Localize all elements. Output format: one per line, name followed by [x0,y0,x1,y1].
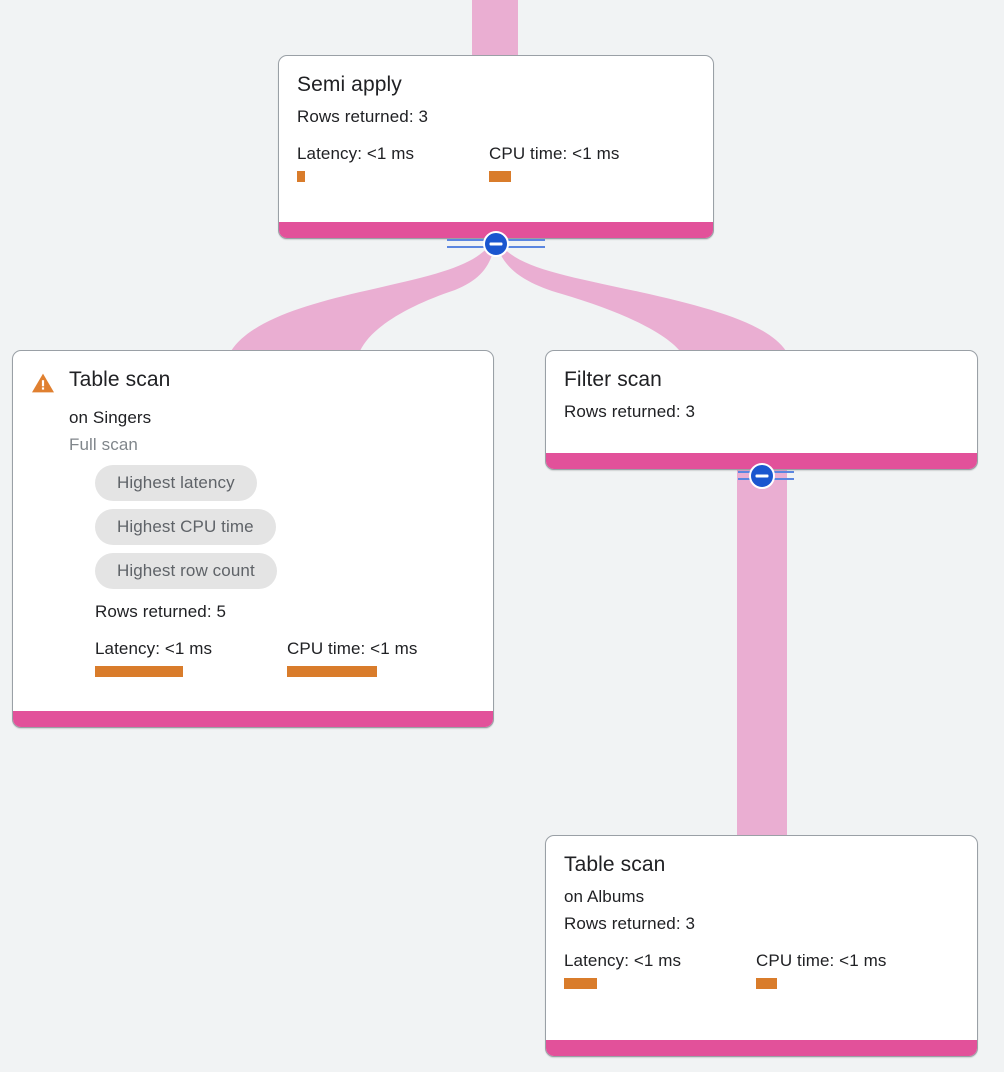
node-table-scan-albums-body: Table scan on Albums Rows returned: 3 La… [546,836,977,1003]
rows-returned-text: Rows returned: 3 [297,107,429,126]
latency-bar [297,171,305,182]
node-semi-apply[interactable]: Semi apply Rows returned: 3 Latency: <1 … [278,55,714,239]
node-accent-bar [546,453,977,469]
metrics-row: Latency: <1 ms CPU time: <1 ms [95,638,475,677]
edge-ribbon-filter-scan-to-table-scan-albums [737,470,787,838]
node-title: Table scan [564,853,666,876]
node-title: Semi apply [297,73,402,96]
edge-ribbon-semi-apply-to-table-scan-singers [231,246,494,351]
node-accent-bar [279,222,713,238]
edge-ribbon-root-to-semi-apply [472,0,518,58]
cpu-metric: CPU time: <1 ms [287,638,417,677]
latency-label: Latency: <1 ms [297,144,415,163]
latency-metric: Latency: <1 ms [297,143,489,182]
node-title: Table scan [69,368,171,391]
minus-glyph [755,474,769,478]
node-filter-scan-header: Filter scan [564,367,959,393]
node-title: Filter scan [564,368,662,391]
rows-returned-text: Rows returned: 5 [95,602,227,621]
latency-bar [564,978,597,989]
warning-triangle-icon [31,372,55,399]
scan-target-text: on Albums [564,887,645,906]
node-table-scan-singers[interactable]: Table scan on Singers Full scan Highest … [12,350,494,728]
chip-highest-row-count[interactable]: Highest row count [95,553,277,589]
node-semi-apply-body: Semi apply Rows returned: 3 Latency: <1 … [279,56,713,196]
scan-target-text: on Singers [69,408,152,427]
cpu-time-label: CPU time: <1 ms [489,144,620,163]
edge-ribbon-semi-apply-to-filter-scan [498,246,786,351]
latency-metric: Latency: <1 ms [564,950,756,989]
cpu-time-label: CPU time: <1 ms [756,951,887,970]
scan-type-text: Full scan [69,435,138,454]
node-table-scan-singers-body: Table scan on Singers Full scan Highest … [13,351,493,691]
collapse-rail-right [503,238,545,249]
node-table-scan-singers-header: Table scan [31,367,475,399]
latency-metric: Latency: <1 ms [95,638,287,677]
cpu-time-bar [756,978,777,989]
node-table-scan-albums-header: Table scan [564,852,959,878]
collapse-toggle-filter-scan[interactable] [749,463,775,489]
latency-label: Latency: <1 ms [564,951,682,970]
chip-highest-cpu-time[interactable]: Highest CPU time [95,509,276,545]
node-accent-bar [13,711,493,727]
node-filter-scan-body: Filter scan Rows returned: 3 [546,351,977,438]
node-filter-scan[interactable]: Filter scan Rows returned: 3 [545,350,978,470]
chip-highest-latency[interactable]: Highest latency [95,465,257,501]
cpu-metric: CPU time: <1 ms [489,143,619,182]
metrics-row: Latency: <1 ms CPU time: <1 ms [297,143,695,182]
rows-returned-text: Rows returned: 3 [564,914,696,933]
cpu-metric: CPU time: <1 ms [756,950,886,989]
collapse-toggle-semi-apply[interactable] [483,231,509,257]
rows-returned-text: Rows returned: 3 [564,402,696,421]
node-semi-apply-header: Semi apply [297,72,695,98]
cpu-time-bar [489,171,511,182]
minus-glyph [489,242,503,246]
node-accent-bar [546,1040,977,1056]
node-table-scan-albums[interactable]: Table scan on Albums Rows returned: 3 La… [545,835,978,1057]
cpu-time-label: CPU time: <1 ms [287,639,418,658]
latency-label: Latency: <1 ms [95,639,213,658]
badge-chip-list: Highest latency Highest CPU time Highest… [95,465,475,589]
latency-bar [95,666,183,677]
cpu-time-bar [287,666,377,677]
metrics-row: Latency: <1 ms CPU time: <1 ms [564,950,959,989]
